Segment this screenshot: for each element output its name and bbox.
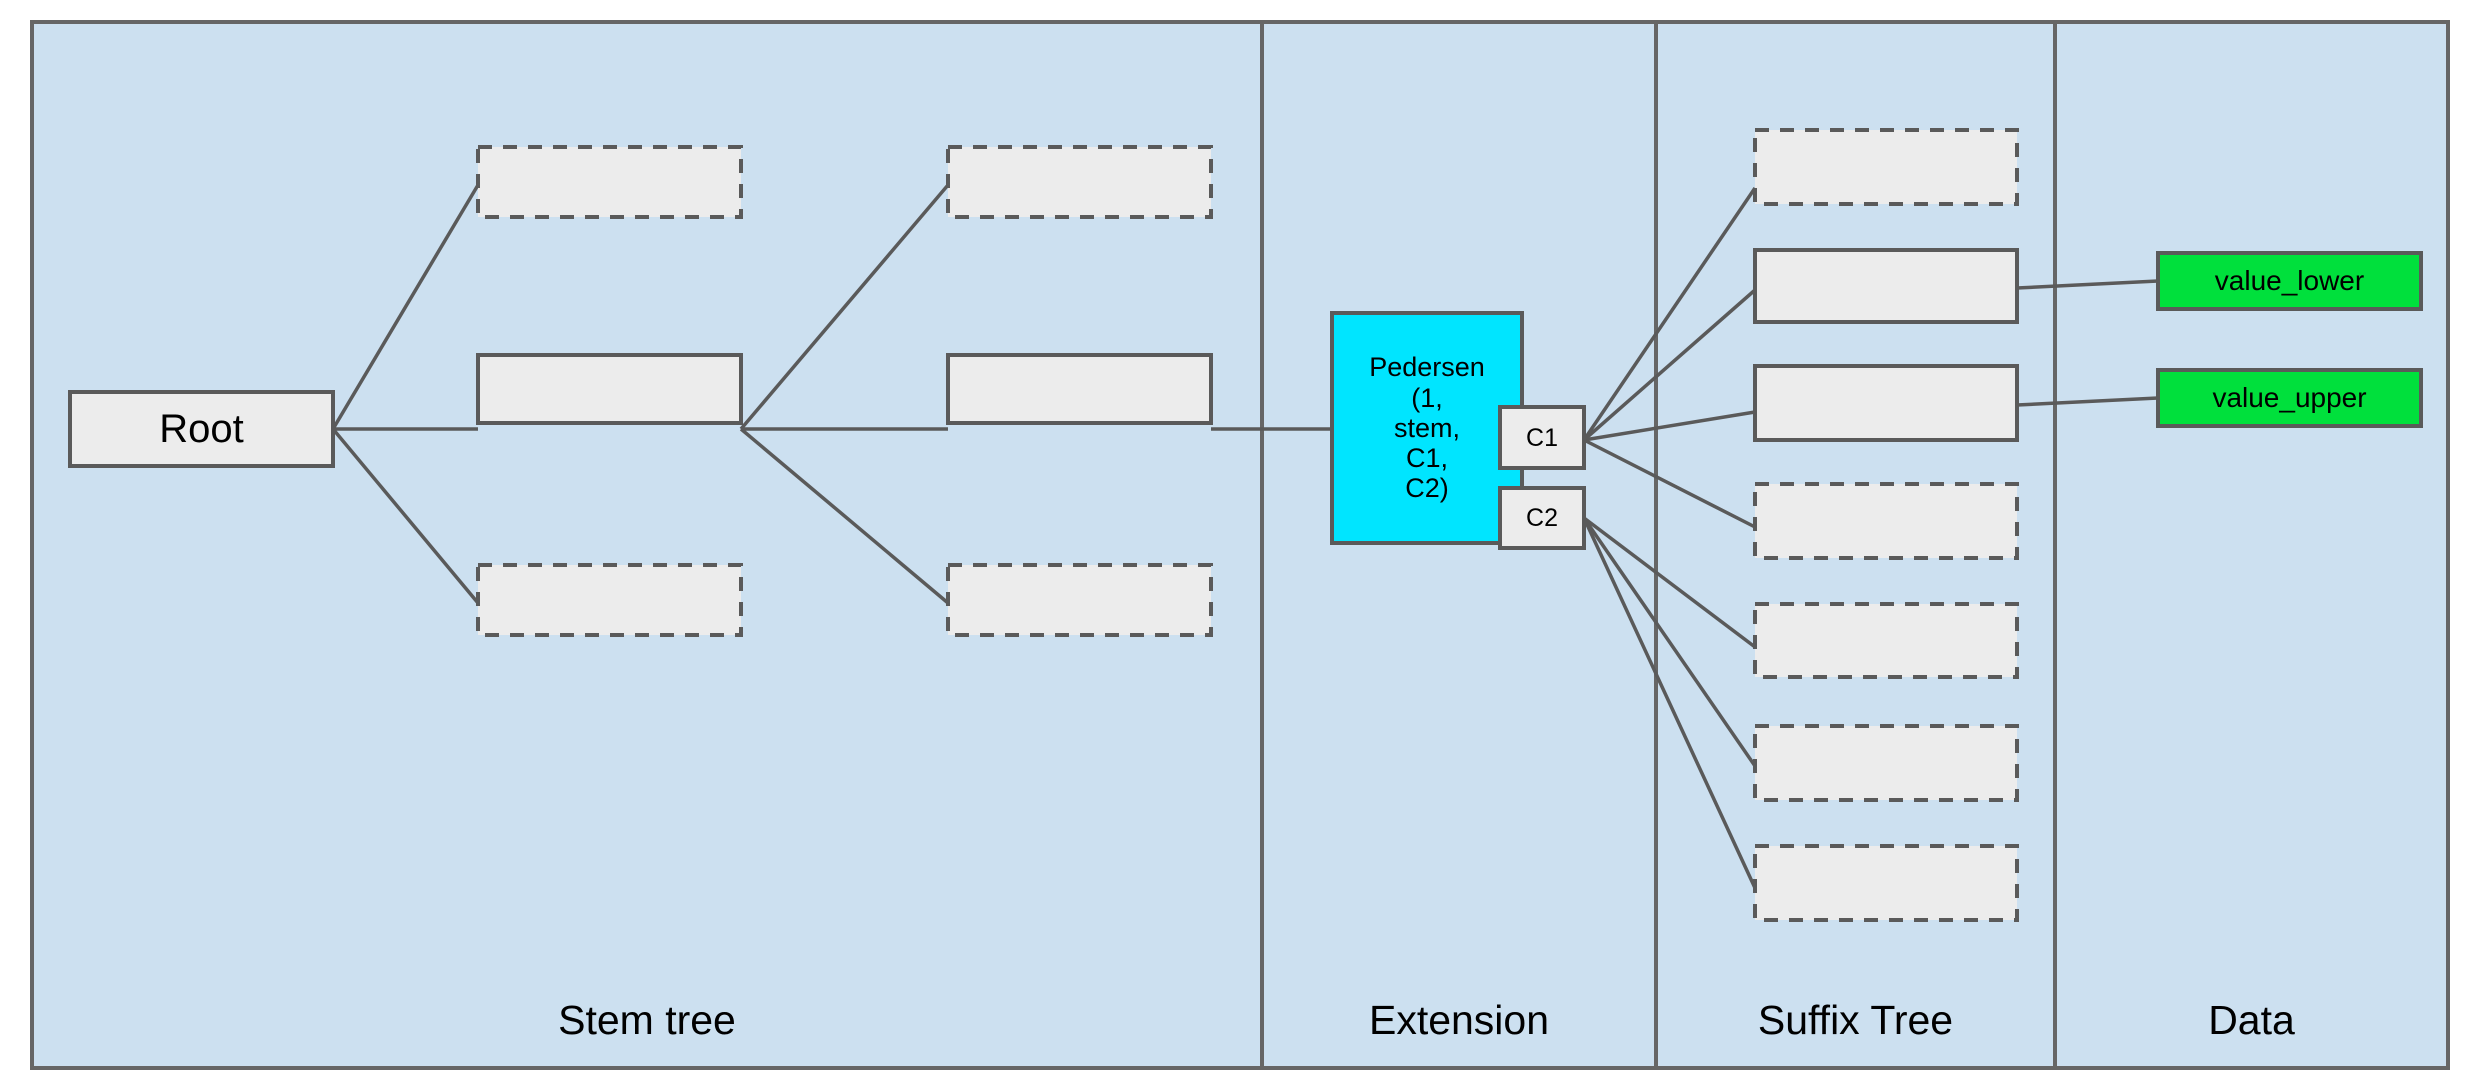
edge-sf-2-to-value-lower	[2016, 279, 2159, 290]
panel-label-data: Data	[2208, 997, 2295, 1043]
panel-label-stem-tree: Stem tree	[558, 997, 736, 1043]
node-root[interactable]	[68, 390, 335, 468]
panel-label-extension: Extension	[1368, 997, 1550, 1043]
edge-sf-3-to-value-upper	[2016, 396, 2159, 407]
panel-label-suffix-tree: Suffix Tree	[1757, 997, 1954, 1043]
node-label-root: Root	[159, 406, 244, 451]
node-sf-3[interactable]	[1753, 364, 2019, 442]
node-s2-b[interactable]	[946, 353, 1213, 425]
node-label-c2: C2	[1526, 504, 1558, 532]
node-s2-c[interactable]	[946, 563, 1213, 637]
edge-c2-to-sf-5	[1582, 516, 1757, 649]
node-sf-6[interactable]	[1753, 724, 2019, 802]
node-s1-c[interactable]	[476, 563, 743, 637]
node-c2[interactable]	[1498, 486, 1586, 550]
edge-root-to-s1-c	[331, 427, 480, 605]
node-s1-a[interactable]	[476, 145, 743, 219]
node-c1[interactable]	[1498, 405, 1586, 470]
panel-data	[2053, 20, 2450, 1070]
edge-root-to-s1-a	[331, 184, 480, 430]
edge-c2-to-sf-7	[1582, 517, 1757, 889]
nodes-layer	[68, 128, 2423, 922]
node-sf-2[interactable]	[1753, 248, 2019, 324]
node-sf-7[interactable]	[1753, 844, 2019, 922]
edges-layer	[331, 183, 2159, 889]
edge-c1-to-sf-3	[1583, 410, 1756, 442]
node-s2-a[interactable]	[946, 145, 1213, 219]
node-sf-5[interactable]	[1753, 602, 2019, 679]
edge-c2-to-sf-6	[1582, 517, 1757, 767]
edge-c1-to-sf-4	[1583, 438, 1756, 529]
node-value-upper[interactable]	[2156, 368, 2423, 428]
edge-c1-to-sf-2	[1582, 288, 1757, 442]
node-s1-b[interactable]	[476, 353, 743, 425]
edge-c1-to-sf-1	[1582, 187, 1757, 441]
panels-layer	[30, 20, 2450, 1070]
node-label-value-upper: value_upper	[2212, 382, 2367, 414]
node-label-c1: C1	[1526, 423, 1558, 452]
node-label-value-lower: value_lower	[2214, 265, 2365, 297]
edge-s1-b-to-s2-a	[739, 183, 950, 431]
edge-s1-b-to-s2-c	[739, 427, 950, 605]
node-sf-1[interactable]	[1753, 128, 2019, 206]
node-value-lower[interactable]	[2156, 251, 2423, 311]
node-sf-4[interactable]	[1753, 482, 2019, 560]
node-label-pedersen: Pedersen (1, stem, C1, C2)	[1369, 352, 1485, 504]
